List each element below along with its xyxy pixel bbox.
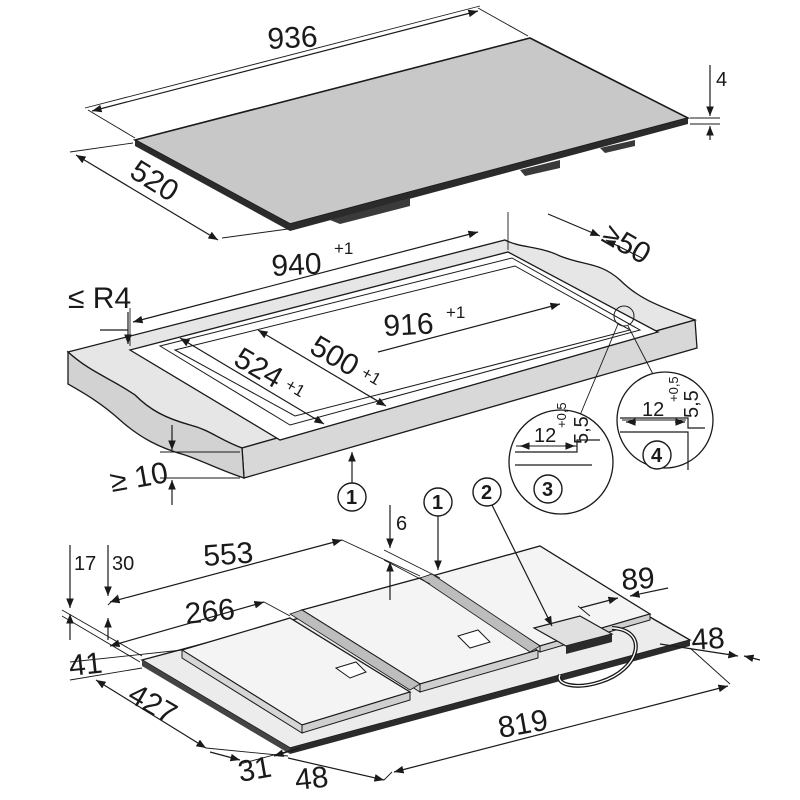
dim-266: 266 (109, 593, 291, 648)
dim-41: 41 (67, 647, 183, 683)
detail4-width: 12 (642, 399, 664, 421)
label-r4: ≤ R4 (68, 282, 131, 315)
hob-body (140, 545, 692, 754)
dim-89: 89 (577, 562, 669, 617)
label-6: 6 (396, 513, 407, 535)
label-89: 89 (620, 562, 656, 597)
callout-2-hob: 2 (472, 477, 553, 627)
glass-hob-top (132, 37, 691, 231)
dim-31: 31 (209, 747, 301, 789)
callout-label: 2 (481, 482, 492, 504)
label-936: 936 (267, 20, 319, 56)
dim-916: 916 +1 (377, 302, 561, 353)
label-940-tol: +1 (334, 239, 353, 258)
detail-leader-3 (577, 323, 619, 421)
label-266: 266 (183, 593, 236, 631)
callout-label: 1 (432, 492, 443, 514)
dim-48-right: 48 (659, 622, 761, 663)
label-48-bottom: 48 (293, 761, 330, 797)
dim-553: 553 (107, 537, 421, 606)
detail3-height: 5,5 (571, 416, 593, 444)
detail-leader-4 (627, 325, 656, 379)
label-916-tol: +1 (446, 303, 465, 322)
callout-1-hob: 1 (423, 487, 453, 570)
label-4: 4 (716, 69, 727, 91)
dim-17-30: 17 30 (61, 545, 143, 663)
label-10: ≥ 10 (107, 456, 170, 499)
dim-6: 6 (383, 505, 441, 600)
label-17: 17 (74, 553, 96, 575)
detail4-height: 5,5 (681, 390, 703, 418)
dim-819: 819 (393, 647, 731, 774)
label-916: 916 (383, 307, 435, 343)
callout-label: 3 (542, 479, 553, 501)
detail-3: 12 5,5 +0,5 3 (508, 402, 614, 515)
detail3-width: 12 (534, 425, 556, 447)
label-819: 819 (495, 704, 550, 745)
dim-r4: ≤ R4 (68, 282, 132, 344)
label-41: 41 (67, 647, 104, 683)
label-427: 427 (123, 677, 183, 731)
label-30: 30 (112, 553, 134, 575)
callout-1-worktop: 1 (337, 452, 367, 512)
dim-940: 940 +1 (129, 212, 509, 346)
label-31: 31 (235, 751, 274, 789)
detail-marker-circle (613, 305, 635, 327)
detail-4: 12 5,5 +0,5 4 (616, 371, 714, 470)
callout-label: 4 (651, 445, 663, 467)
callout-label: 1 (346, 487, 357, 509)
label-50: ≥50 (597, 217, 657, 271)
dim-48-bottom: 48 (287, 757, 393, 797)
label-553: 553 (202, 537, 254, 573)
label-48-right: 48 (690, 622, 726, 657)
detail4-tol: +0,5 (666, 376, 681, 402)
detail3-tol: +0,5 (554, 402, 569, 428)
dim-4: 4 (690, 65, 727, 140)
dim-936: 936 (84, 5, 529, 139)
label-940: 940 (271, 247, 323, 283)
